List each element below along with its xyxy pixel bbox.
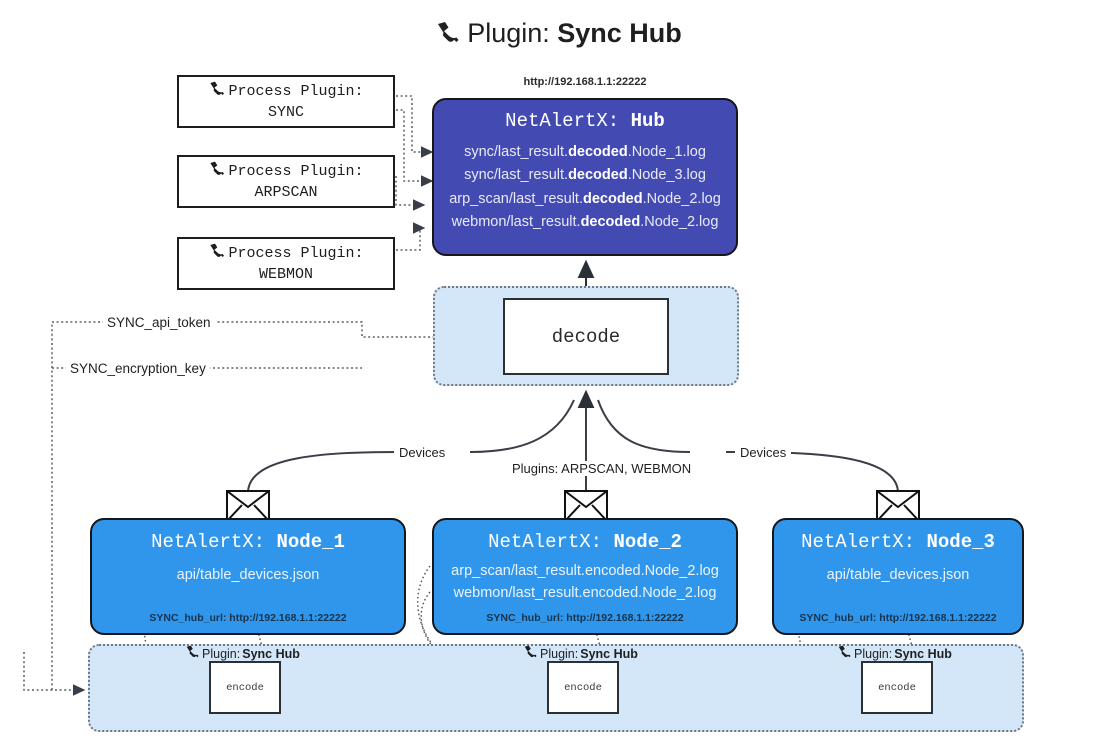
process-plugin-arpscan[interactable]: Process Plugin: ARPSCAN [177,155,395,208]
title-prefix: Plugin: [467,18,550,48]
node-title: NetAlertX: Node_3 [774,531,1022,553]
plug-icon [435,21,461,52]
plug-icon [185,645,200,662]
plug-icon [208,161,226,184]
encode-box-node-3[interactable]: encode [861,661,933,714]
log-suffix: .Node_3.log [627,167,706,184]
plugin-caption-name: Sync Hub [580,646,638,661]
hub-node[interactable]: NetAlertX: Hub sync/last_result.decoded.… [432,98,738,256]
plugin-caption-prefix: Plugin: [854,646,893,661]
hub-log-line: arp_scan/last_result.decoded.Node_2.log [434,188,736,211]
log-strong: decoded [568,167,628,184]
node-title-prefix: NetAlertX: [151,531,266,553]
plug-icon [837,645,852,662]
log-prefix: arp_scan/last_result. [449,190,583,207]
log-prefix: sync/last_result. [464,167,569,184]
log-suffix: .Node_2.log [640,214,719,231]
process-plugin-name: WEBMON [258,265,313,283]
label-plugins-middle: Plugins: ARPSCAN, WEBMON [507,461,697,476]
process-plugin-name: ARPSCAN [254,183,318,201]
title-name: Sync Hub [557,18,682,48]
hub-log-line: webmon/last_result.decoded.Node_2.log [434,211,736,234]
label-devices-right: Devices [735,445,792,460]
node-box-node-3[interactable]: NetAlertX: Node_3 api/table_devices.json… [772,518,1024,635]
envelope-icon [876,490,920,522]
node-hub-url: SYNC_hub_url: http://192.168.1.1:22222 [149,612,347,624]
log-strong: decoded [568,144,628,160]
plugin-caption-node-3: Plugin: Sync Hub [837,645,952,662]
node-log-line: webmon/last_result.encoded.Node_2.log [453,585,717,602]
node-log-line: arp_scan/last_result.encoded.Node_2.log [451,563,719,579]
page-title: Plugin: Sync Hub [0,18,1117,52]
plugin-caption-name: Sync Hub [894,646,952,661]
envelope-icon [564,490,608,522]
plugin-caption-prefix: Plugin: [202,646,241,661]
process-plugin-label: Process Plugin: [228,82,364,100]
plug-icon [208,81,226,104]
plug-icon [523,645,538,662]
process-plugin-sync[interactable]: Process Plugin: SYNC [177,75,395,128]
process-plugin-label: Process Plugin: [228,244,364,262]
hub-log-line: sync/last_result.decoded.Node_1.log [434,141,736,164]
log-suffix: .Node_1.log [627,144,706,160]
encode-box-node-1[interactable]: encode [209,661,281,714]
log-strong: decoded [582,190,643,207]
node-title: NetAlertX: Node_1 [92,531,404,553]
hub-title-name: Hub [630,110,665,132]
node-title-prefix: NetAlertX: [801,531,916,553]
plugin-caption-node-2: Plugin: Sync Hub [523,645,638,662]
process-plugin-webmon[interactable]: Process Plugin: WEBMON [177,237,395,290]
node-title-prefix: NetAlertX: [488,531,603,553]
hub-url-label: http://192.168.1.1:22222 [523,76,647,88]
log-strong: decoded [580,214,641,231]
decode-box[interactable]: decode [503,298,669,375]
log-suffix: .Node_2.log [642,190,721,207]
label-sync-api-token: SYNC_api_token [103,315,215,330]
log-prefix: sync/last_result. [464,144,569,160]
node-hub-url: SYNC_hub_url: http://192.168.1.1:22222 [799,612,997,624]
plug-icon [208,243,226,266]
label-devices-left: Devices [394,445,451,460]
node-box-node-2[interactable]: NetAlertX: Node_2 arp_scan/last_result.e… [432,518,738,635]
process-plugin-name: SYNC [267,103,304,121]
encode-box-node-2[interactable]: encode [547,661,619,714]
hub-title-prefix: NetAlertX: [505,110,620,132]
node-log-line: api/table_devices.json [826,567,970,583]
node-title: NetAlertX: Node_2 [434,531,736,553]
hub-log-line: sync/last_result.decoded.Node_3.log [434,164,736,187]
node-title-name: Node_3 [926,531,995,553]
node-log-line: api/table_devices.json [176,567,320,583]
node-title-name: Node_2 [613,531,682,553]
process-plugin-label: Process Plugin: [228,162,364,180]
log-prefix: webmon/last_result. [451,214,581,231]
hub-title: NetAlertX: Hub [434,110,736,132]
plugin-caption-name: Sync Hub [242,646,300,661]
node-hub-url: SYNC_hub_url: http://192.168.1.1:22222 [486,612,684,624]
envelope-icon [226,490,270,522]
node-box-node-1[interactable]: NetAlertX: Node_1 api/table_devices.json… [90,518,406,635]
plugin-caption-node-1: Plugin: Sync Hub [185,645,300,662]
node-title-name: Node_1 [276,531,345,553]
plugin-caption-prefix: Plugin: [540,646,579,661]
label-sync-encryption-key: SYNC_encryption_key [66,361,210,376]
